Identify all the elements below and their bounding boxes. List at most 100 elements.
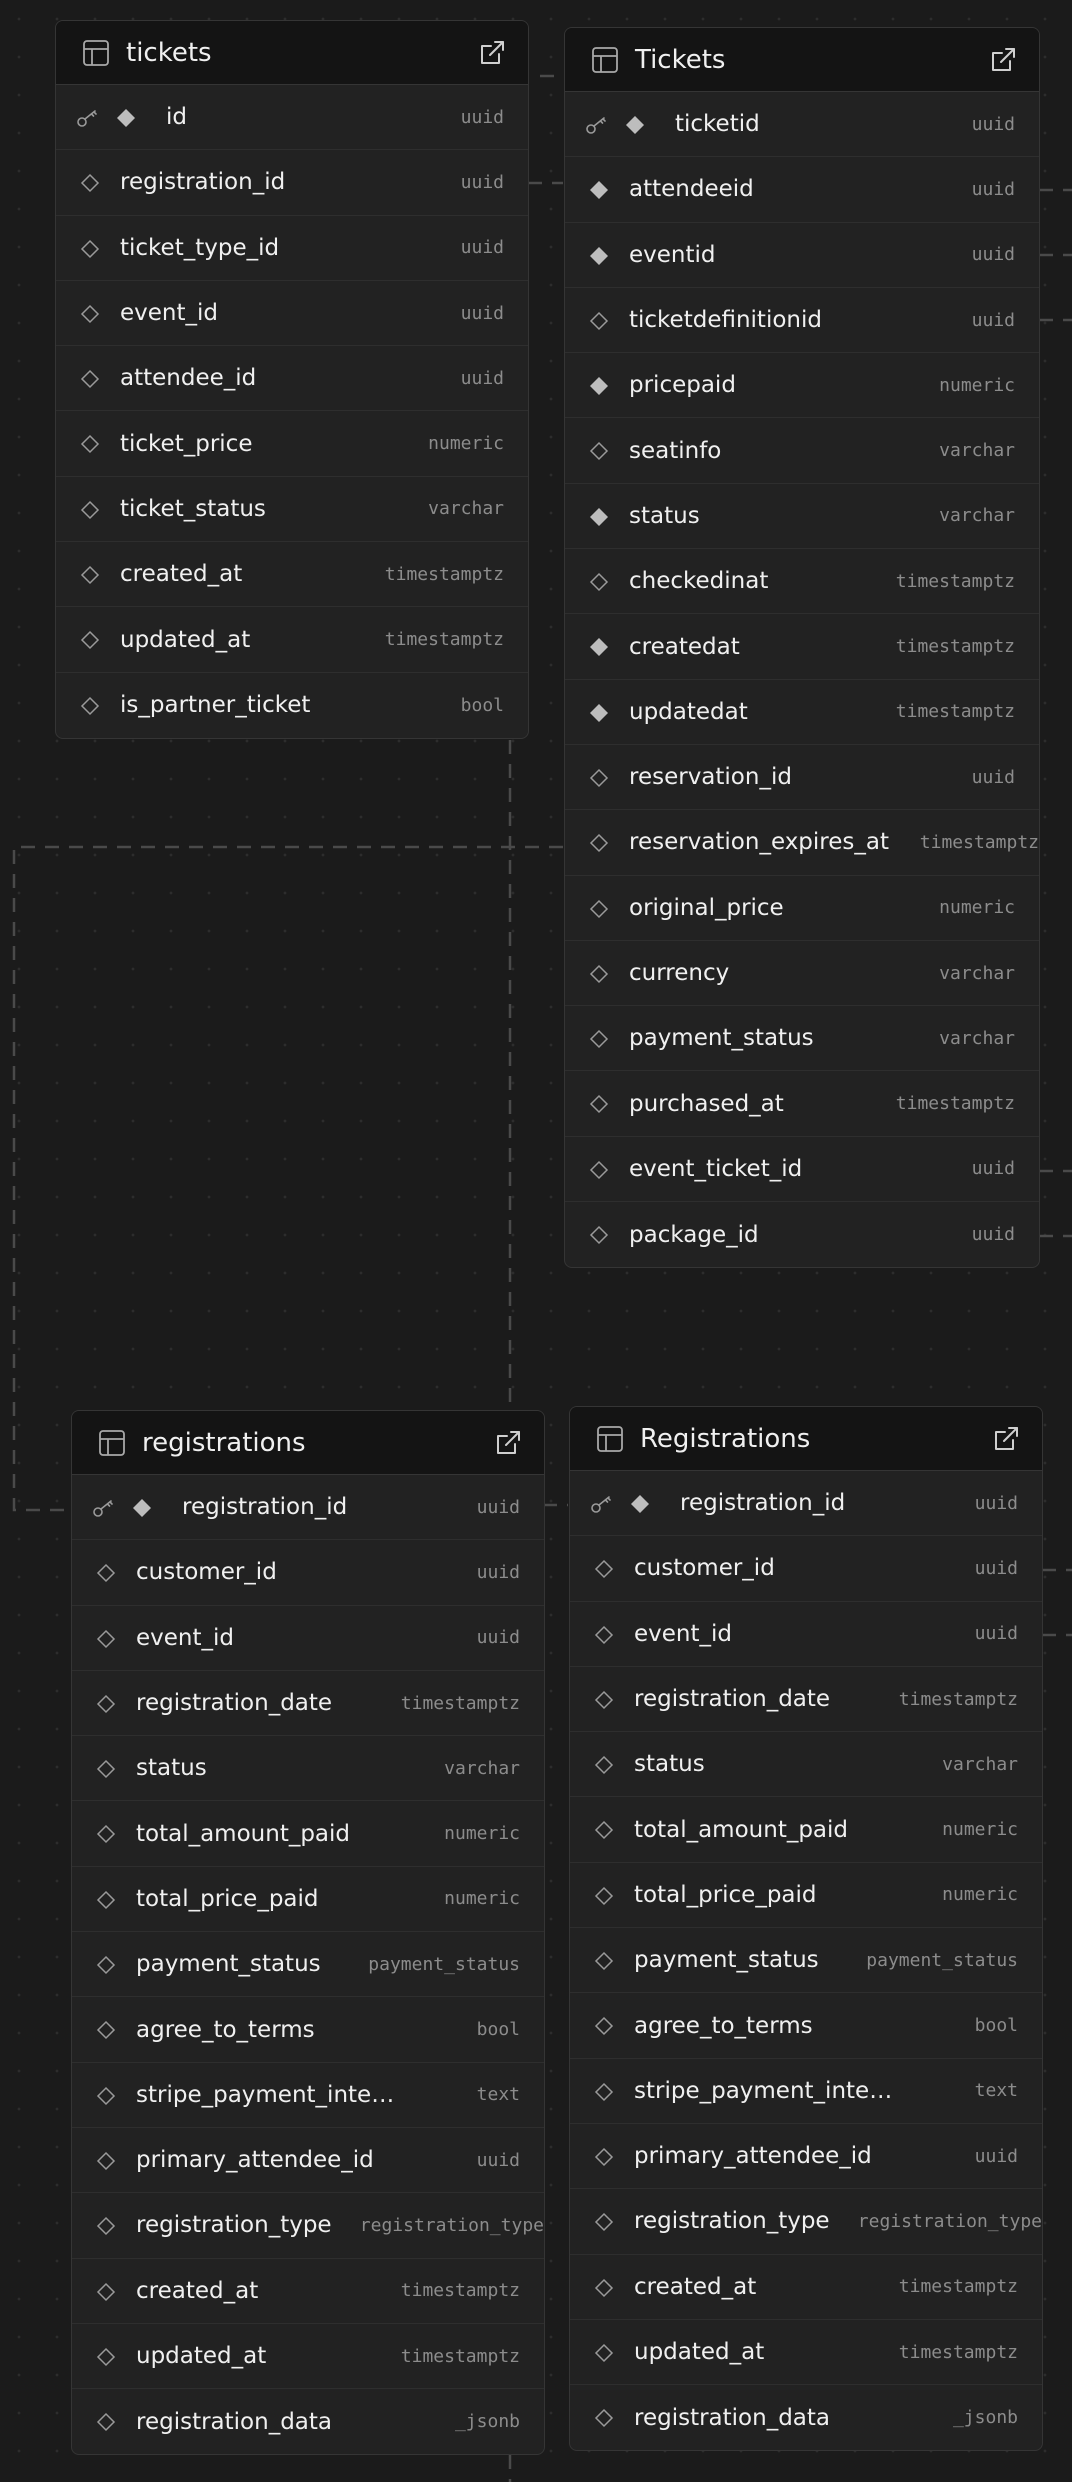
- table-title: tickets: [126, 37, 212, 68]
- column-name: event_id: [120, 300, 218, 327]
- nullable-diamond-icon: [80, 239, 100, 258]
- column-icons: [56, 85, 166, 149]
- column-icons: [565, 353, 629, 417]
- nullable-diamond-icon: [80, 435, 100, 454]
- column-name: registration_id: [680, 1490, 846, 1517]
- nullable-diamond-icon: [594, 2213, 614, 2232]
- column-type: bool: [974, 2015, 1018, 2037]
- column-name: reservation_id: [629, 764, 792, 791]
- column-name: status: [634, 1751, 705, 1778]
- primary-key-icon: [77, 110, 97, 127]
- column-icons: [565, 1006, 629, 1070]
- column-type: payment_status: [368, 1953, 520, 1975]
- column-row[interactable]: stripe_payment_inte…text: [570, 2059, 1042, 2124]
- table-header: Registrations: [570, 1407, 1042, 1471]
- nullable-diamond-icon: [594, 1756, 614, 1775]
- table-card-Registrations[interactable]: Registrations registration_id uuid customer…: [569, 1406, 1043, 2452]
- nullable-diamond-icon: [80, 696, 100, 715]
- external-link-icon[interactable]: [478, 39, 506, 67]
- column-name: total_price_paid: [136, 1885, 319, 1912]
- column-icons: [72, 1867, 136, 1931]
- external-link-icon[interactable]: [992, 1425, 1020, 1453]
- table-title: Tickets: [635, 44, 726, 75]
- nullable-diamond-icon: [594, 2278, 614, 2297]
- column-name: updated_at: [634, 2339, 765, 2365]
- column-type: uuid: [460, 171, 504, 193]
- external-link-icon[interactable]: [494, 1429, 522, 1457]
- column-type: uuid: [971, 113, 1015, 135]
- column-type: varchar: [939, 505, 1015, 527]
- column-row[interactable]: registration_data_jsonb: [72, 2389, 544, 2454]
- nullable-diamond-icon: [96, 2151, 116, 2171]
- column-row[interactable]: stripe_payment_inte…text: [72, 2063, 544, 2128]
- column-name: ticket_type_id: [120, 234, 280, 261]
- column-row[interactable]: registration_id uuid: [570, 1471, 1042, 1537]
- column-type: uuid: [974, 1492, 1018, 1514]
- column-type: bool: [476, 2019, 520, 2041]
- column-icons: [72, 2193, 136, 2257]
- nullable-diamond-icon: [589, 768, 609, 788]
- column-name: event_ticket_id: [629, 1155, 803, 1182]
- external-link-icon[interactable]: [989, 46, 1017, 74]
- column-name: ticketdefinitionid: [629, 307, 822, 334]
- column-row[interactable]: registration_data_jsonb: [570, 2385, 1042, 2450]
- column-icons: [72, 1540, 136, 1604]
